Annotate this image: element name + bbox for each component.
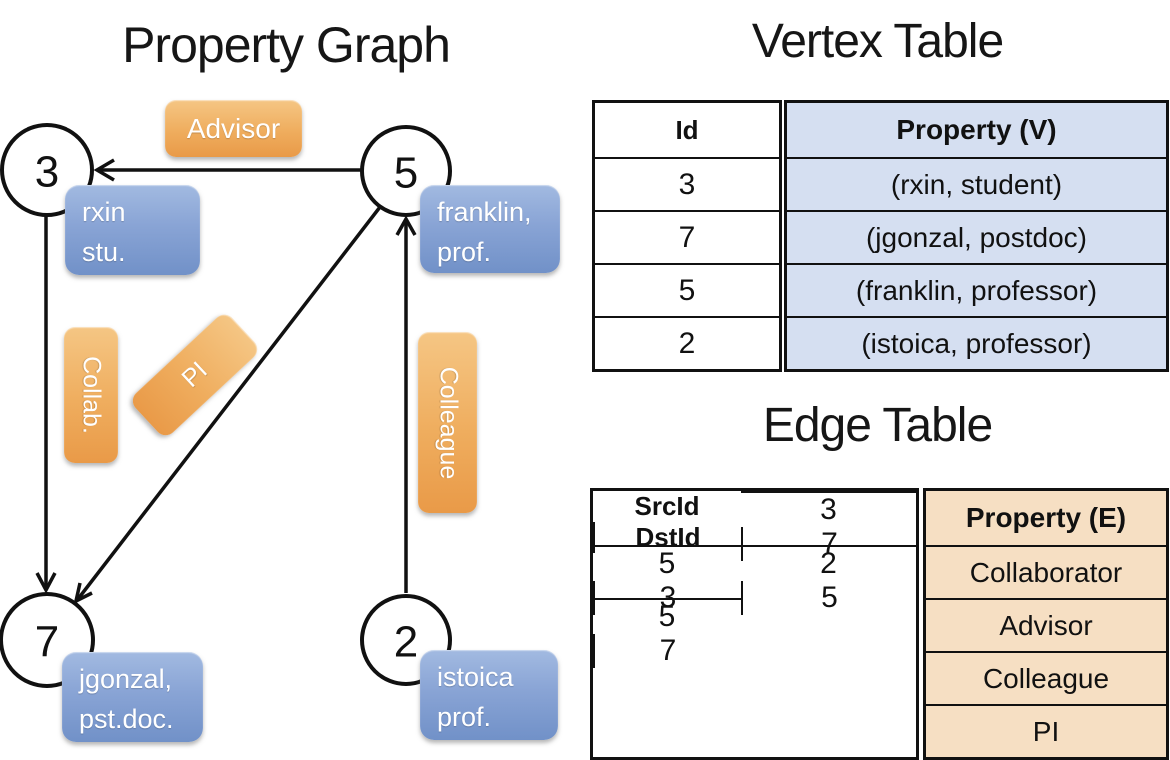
table-row: PI xyxy=(926,704,1166,757)
node-5-property-line1: franklin, xyxy=(437,197,532,227)
table-row: 7 xyxy=(595,210,779,263)
edge-table-header-row: SrcId DstId xyxy=(593,491,741,553)
edge-dst-cell: 7 xyxy=(593,634,741,668)
edge-src-cell: 5 xyxy=(658,547,676,580)
edge-table-property-header: Property (E) xyxy=(965,502,1127,533)
node-7-property-line2: pst.doc. xyxy=(79,704,174,734)
edge-pi-line xyxy=(76,205,382,601)
table-row: (jgonzal, postdoc) xyxy=(787,210,1166,263)
edge-table-property-column: Property (E) Collaborator Advisor Collea… xyxy=(923,488,1169,760)
node-7-id: 7 xyxy=(35,618,59,667)
vertex-table-title: Vertex Table xyxy=(751,15,1004,68)
node-3-id: 3 xyxy=(35,148,59,197)
edge-src-cell: 2 xyxy=(820,547,837,580)
edge-label-pi-text: PI xyxy=(176,356,213,393)
table-row: 5 3 xyxy=(593,545,741,615)
node-2-property-line1: istoica xyxy=(437,662,514,692)
table-row: 2 5 xyxy=(741,545,916,615)
node-2-id: 2 xyxy=(394,618,418,667)
table-row: 5 xyxy=(595,263,779,316)
edge-property-cell: PI xyxy=(1032,715,1060,747)
table-row: 3 xyxy=(595,157,779,210)
table-row: Advisor xyxy=(926,598,1166,651)
edge-label-advisor: Advisor xyxy=(165,100,302,157)
property-graph-title: Property Graph xyxy=(122,17,451,73)
edge-label-colleague: Colleague xyxy=(418,332,477,513)
vertex-property-cell: (franklin, professor) xyxy=(855,274,1098,306)
table-row: (istoica, professor) xyxy=(787,316,1166,369)
edge-table-id-columns: SrcId DstId 3 7 5 3 2 5 5 7 xyxy=(590,488,919,760)
node-7-property-line1: jgonzal, xyxy=(79,664,173,694)
edge-src-cell: 3 xyxy=(820,493,837,526)
vertex-id-cell: 7 xyxy=(678,220,696,254)
table-row: 5 7 xyxy=(593,598,741,668)
edge-label-collab-text: Collab. xyxy=(77,356,106,434)
vertex-property-cell: (rxin, student) xyxy=(890,168,1063,200)
table-row: 2 xyxy=(595,316,779,369)
edge-property-cell: Colleague xyxy=(982,662,1110,694)
node-2-property-box: istoica prof. xyxy=(420,650,558,740)
edge-label-collab: Collab. xyxy=(64,327,118,463)
edge-table-header-row: Property (E) xyxy=(926,491,1166,545)
edge-advisor-arrowhead-icon xyxy=(93,158,115,182)
edge-src-cell: 5 xyxy=(658,600,676,633)
vertex-table-id-column: Id 3 7 5 2 xyxy=(592,100,782,372)
node-2-property-line2: prof. xyxy=(437,702,492,732)
node-3-property-line1: rxin xyxy=(82,197,126,227)
edge-property-cell: Collaborator xyxy=(969,556,1123,588)
edge-table-title: Edge Table xyxy=(762,399,993,452)
vertex-table-property-column: Property (V) (rxin, student) (jgonzal, p… xyxy=(784,100,1169,372)
edge-colleague-arrowhead-icon xyxy=(395,215,417,236)
node-5-property-box: franklin, prof. xyxy=(420,185,560,273)
vertex-id-cell: 5 xyxy=(678,273,696,307)
edge-collab-arrowhead-icon xyxy=(35,572,57,594)
table-row: (franklin, professor) xyxy=(787,263,1166,316)
table-row: Collaborator xyxy=(926,545,1166,598)
vertex-id-cell: 2 xyxy=(678,326,696,360)
node-7-property-box: jgonzal, pst.doc. xyxy=(62,652,203,742)
edge-pi-arrowhead-icon xyxy=(73,582,93,605)
vertex-table-header-row: Property (V) xyxy=(787,103,1166,157)
vertex-table-id-header: Id xyxy=(675,114,699,145)
vertex-property-cell: (jgonzal, postdoc) xyxy=(865,221,1087,253)
table-row: 3 7 xyxy=(741,491,916,561)
vertex-table-header-row: Id xyxy=(595,103,779,157)
edge-table-dst-header: DstId xyxy=(593,522,741,553)
node-3-property-line2: stu. xyxy=(82,237,126,267)
edge-table-src-header: SrcId xyxy=(634,491,700,521)
vertex-table-property-header: Property (V) xyxy=(896,114,1057,145)
vertex-id-cell: 3 xyxy=(678,167,696,201)
edge-property-cell: Advisor xyxy=(999,609,1093,641)
edge-label-colleague-text: Colleague xyxy=(434,366,462,479)
table-row: Colleague xyxy=(926,651,1166,704)
vertex-property-cell: (istoica, professor) xyxy=(861,327,1092,359)
node-5-property-line2: prof. xyxy=(437,237,492,267)
node-3-property-box: rxin stu. xyxy=(65,185,200,275)
node-5-id: 5 xyxy=(394,149,418,198)
edge-dst-cell: 5 xyxy=(741,581,916,615)
table-row: (rxin, student) xyxy=(787,157,1166,210)
edge-label-advisor-text: Advisor xyxy=(186,112,281,144)
edge-dst-cell: 7 xyxy=(741,527,916,561)
